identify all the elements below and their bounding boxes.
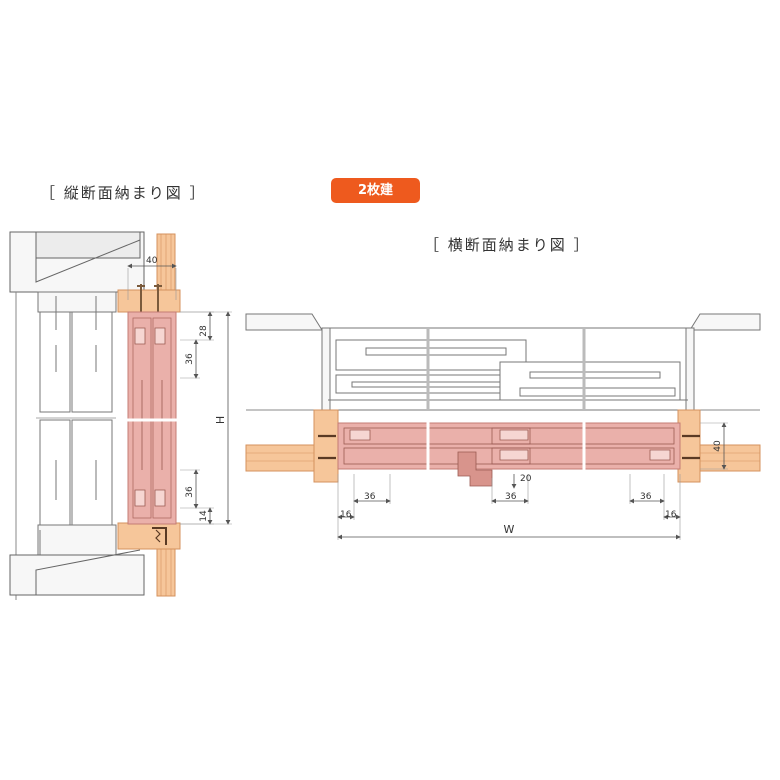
window-sash-column — [36, 291, 117, 571]
dim-left-rail: 36 — [364, 492, 376, 502]
window-frame-horizontal — [321, 327, 695, 411]
dim-top-offset: 28 — [199, 325, 209, 337]
dim-top-width: 40 — [146, 256, 158, 266]
top-wood-block — [117, 289, 181, 313]
dim-lower-rail: 36 — [185, 486, 195, 498]
bottom-wood-block — [117, 522, 181, 550]
lower-wall-frame — [9, 549, 145, 596]
horizontal-dimension-lines — [337, 422, 728, 540]
horizontal-wood-trims — [245, 409, 761, 483]
dim-center-rail: 36 — [505, 492, 517, 502]
dim-height: H — [214, 416, 227, 424]
dim-upper-rail: 36 — [185, 353, 195, 365]
horizontal-section-title: ［ 横断面納まり図 ］ — [424, 236, 591, 254]
dim-right-rail: 36 — [640, 492, 652, 502]
left-screws — [318, 434, 336, 460]
bottom-screws — [152, 527, 167, 545]
vertical-section-title: ［ 縦断面納まり図 ］ — [40, 184, 207, 202]
dim-width: W — [504, 523, 515, 536]
two-panel-badge: 2枚建 — [331, 178, 420, 203]
vertical-dimension-lines — [127, 263, 232, 525]
dim-right-side: 16 — [665, 510, 677, 520]
dim-center-offset: 20 — [520, 474, 532, 484]
screen-unit-vertical — [126, 311, 178, 525]
horizontal-section-drawing: 16 36 36 20 36 16 40 W — [245, 313, 761, 540]
dim-left-side: 16 — [340, 510, 352, 520]
dim-depth: 40 — [713, 440, 723, 452]
right-screws — [682, 434, 700, 460]
dim-bottom: 14 — [199, 510, 209, 522]
screen-unit-horizontal — [337, 418, 681, 487]
upper-wall-frame — [9, 231, 145, 600]
vertical-section-drawing: 40 28 36 36 14 H — [9, 231, 232, 600]
